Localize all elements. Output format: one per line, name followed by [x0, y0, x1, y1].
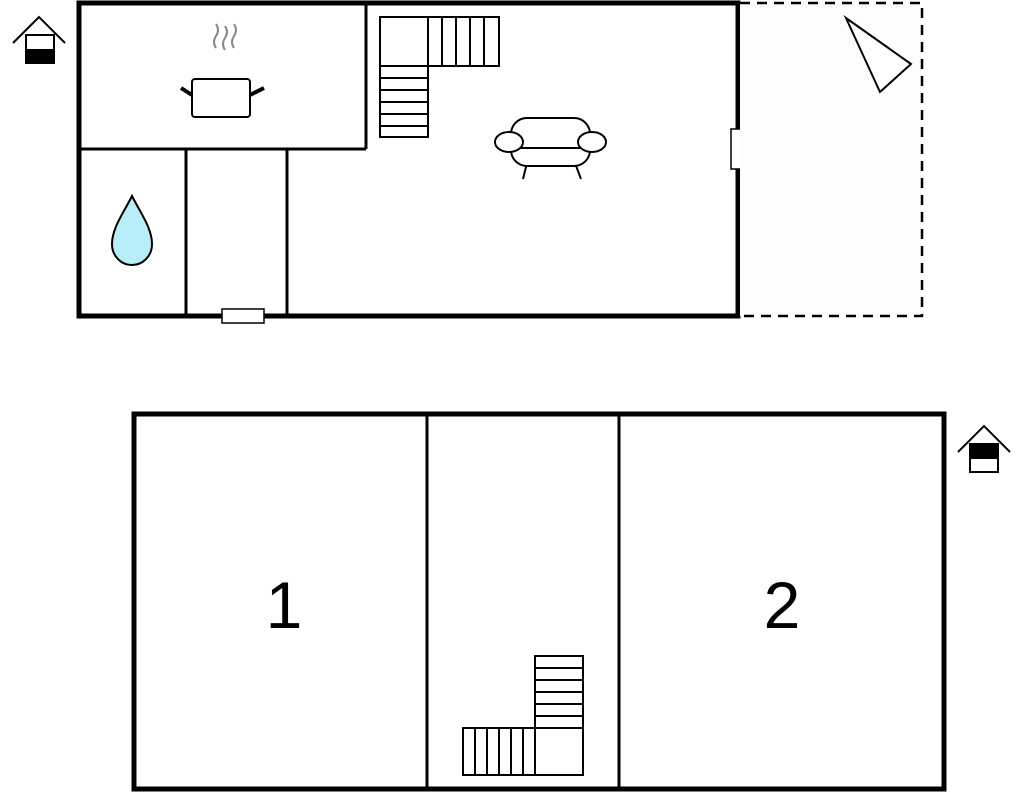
entrance-door — [221, 308, 265, 324]
staircase-icon — [379, 16, 500, 138]
interior-walls — [79, 3, 368, 316]
sofa-icon — [494, 117, 607, 180]
floor-level-icon — [957, 424, 1011, 473]
bedroom-2-label: 2 — [764, 568, 801, 642]
terrace — [740, 1, 924, 318]
sun-lounger-icon — [843, 15, 913, 94]
water-drop-icon — [110, 193, 154, 267]
interior-walls — [425, 414, 621, 789]
staircase-icon — [462, 655, 584, 776]
ground-floor — [12, 0, 924, 324]
upper-floor: 1 2 — [131, 411, 1011, 792]
cooking-pot-icon — [179, 23, 265, 118]
upper-floor-outline — [131, 411, 947, 792]
bedroom-1-label: 1 — [266, 568, 303, 642]
floor-level-icon — [12, 15, 66, 64]
